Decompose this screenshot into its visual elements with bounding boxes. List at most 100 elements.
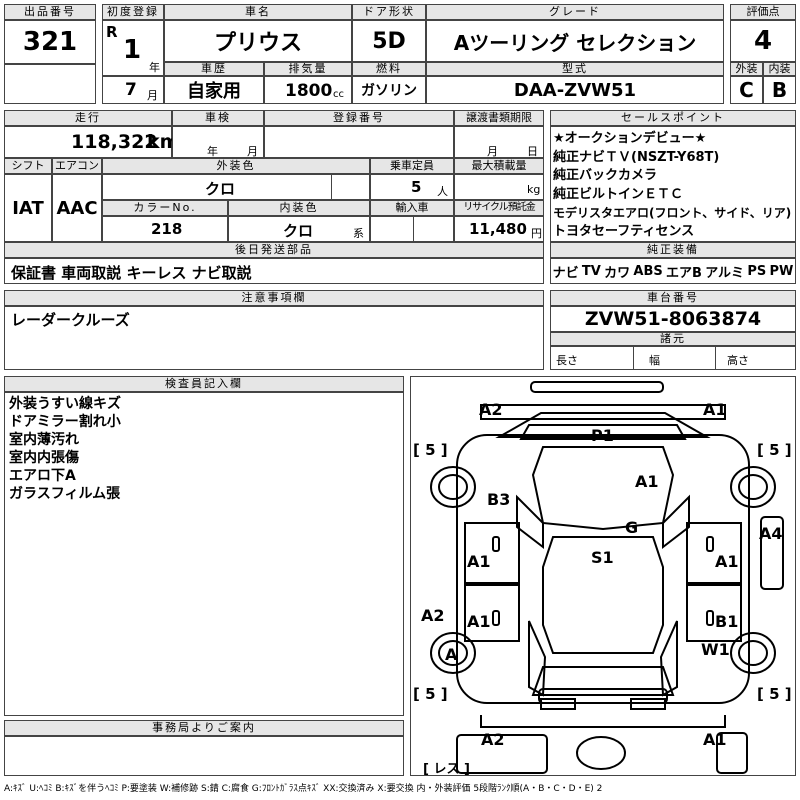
inspector-item: ドアミラー割れ小 [9,414,121,430]
int-score: B [763,76,796,104]
recycle-unit: 円 [531,227,542,240]
ac-label: エアコン [52,158,102,174]
right-side-panel [760,516,784,590]
shift-value: IAT [4,174,52,242]
inspector-label: 検査員記入欄 [4,376,404,392]
mark-a1-fl: A1 [467,552,491,571]
equip-item: TV [581,263,601,279]
front-right-tire [730,466,776,508]
equip-item: エアB [666,265,702,281]
equip-item: ナビ [552,265,579,281]
shift-label: シフト [4,158,52,174]
mark-a1-fr: A1 [715,552,739,571]
tire-marks: [ 5 ] [ 5 ] [ 5 ] [ 5 ] [ レス ] [413,441,792,775]
car-label: 車名 [164,4,352,20]
capacity-label: 乗車定員 [370,158,454,174]
office-label: 事務局よりご案内 [4,720,404,736]
spec-divider [633,347,634,369]
chassis-label: 車台番号 [550,290,796,306]
inspector-item: 室内内張傷 [9,450,79,466]
mark-a2-bl: A2 [481,730,505,749]
rear-window [531,666,675,696]
mileage-label: 走行 [4,110,172,126]
sales-item: ★オークションデビュー★ [553,131,707,146]
mark-a1-tr: A1 [703,400,727,419]
color-no-label: カラーNo. [102,200,228,216]
front-left-door [464,522,520,584]
rear-bumper [480,715,726,728]
car-name: プリウス [164,20,352,62]
rear-right-door [686,584,742,642]
front-left-rim [438,474,468,500]
equip-item: アルミ [705,265,745,281]
door-handle [706,536,714,552]
sales-item: 純正ビルトインＥＴＣ [553,186,684,202]
office-box [4,736,404,776]
inspection-box: 年 月 [172,126,264,158]
spare-tire-box [456,734,548,774]
sales-item: モデリスタエアロ(フロント、サイド、リア) [553,206,792,220]
mark-a: A [445,645,458,664]
door-handle [492,610,500,626]
recycle-label: リサイクル預託金 [454,200,544,216]
reg-month: 7 [125,80,137,100]
mark-a1-br: A1 [703,730,727,749]
int-color-unit: 系 [353,227,364,240]
ac-value: AAC [52,174,102,242]
inspector-item: エアロ下A [9,468,76,484]
front-right-rim [738,474,768,500]
ext-color-divider [331,175,332,199]
specs-label: 諸元 [550,332,796,346]
reg-month-unit: 月 [147,89,158,102]
load-label: 最大積載量 [454,158,544,174]
equip-item: ABS [633,263,663,279]
rear-left-rim [438,640,468,666]
ext-color-box: クロ [102,174,370,200]
disp-box: 1800 cc [264,76,352,104]
capacity-box: 5 人 [370,174,454,200]
inspection-label: 車検 [172,110,264,126]
notes-label: 注意事項欄 [4,290,544,306]
spare-right [716,732,748,774]
fuel-label: 燃料 [352,62,426,76]
notes-value: レーダークルーズ [4,306,544,370]
mark-b1: B1 [715,612,738,631]
history-label: 車歴 [164,62,264,76]
transfer-day-unit: 日 [527,145,538,158]
spare-label: [ レス ] [423,762,470,775]
import-box [370,216,454,242]
tire-fl-label: [ 5 ] [413,441,448,459]
rear-right-rim [738,640,768,666]
rear-lamp-right [630,698,666,710]
spec-height: 高さ [727,354,749,367]
door-type: 5D [352,20,426,62]
later-label: 後日発送部品 [4,242,544,258]
lot-number: 321 [4,20,96,64]
inspection-year-unit: 年 [207,145,218,158]
mark-a4: A4 [759,524,783,543]
mark-p1: P1 [591,426,614,445]
ext-score: C [730,76,763,104]
equip-list: ナビ TV カワ ABS エアB アルミ PS PW [550,258,796,284]
mark-g: G [625,518,638,537]
mileage-unit: km [147,131,180,153]
mark-b3: B3 [487,490,510,509]
tire-rl-label: [ 5 ] [413,685,448,703]
reg-year-unit: 年 [149,61,160,74]
import-label: 輸入車 [370,200,454,216]
door-label: ドア形状 [352,4,426,20]
damage-marks: A2 A1 P1 A1 B3 G A4 S1 A1 A1 A2 A1 B1 A … [421,400,783,749]
equip-item: カワ [604,265,631,281]
sales-label: セールスポイント [550,110,796,126]
disp-label: 排気量 [264,62,352,76]
sales-item: 純正バックカメラ [553,168,658,183]
equip-item: PS [747,263,767,279]
sales-item: トヨタセーフティセンス [553,223,695,239]
sales-list: ★オークションデビュー★ 純正ナビＴＶ(NSZT-Y68T) 純正バックカメラ … [550,126,796,242]
car-outline [430,381,784,774]
transfer-box: 月 日 [454,126,544,158]
mark-w1: W1 [701,640,730,659]
hood-front-edge [495,412,711,438]
front-left-tire [430,466,476,508]
transfer-label: 譲渡書類期限 [454,110,544,126]
